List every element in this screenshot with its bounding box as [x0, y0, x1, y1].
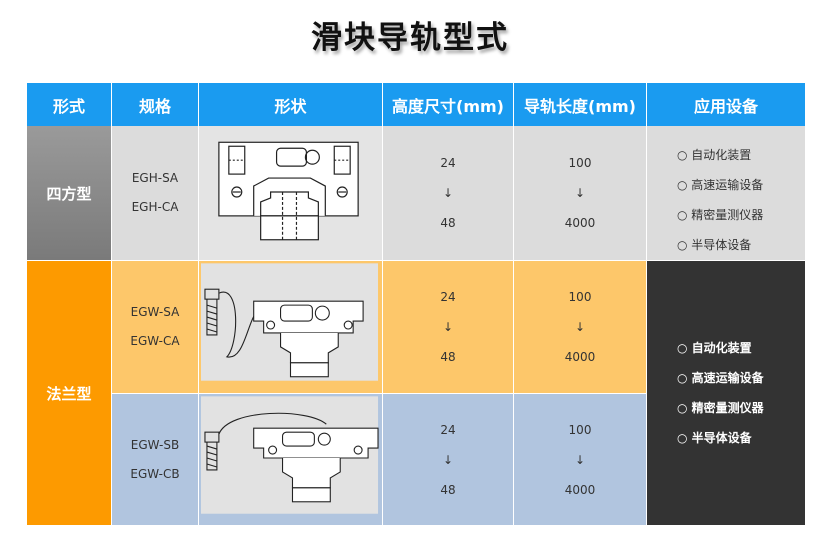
length-min: 100 [568, 290, 592, 304]
application-item: ○ 高速运输设备 [677, 178, 764, 192]
arrow-down-icon: ↓ [442, 452, 454, 467]
applications-egw: ○ 自动化装置 ○ 高速运输设备 ○ 精密量测仪器 ○ 半导体设备 [646, 260, 805, 525]
length-max: 4000 [564, 350, 596, 364]
application-item: ○ 高速运输设备 [677, 371, 764, 385]
length-max: 4000 [564, 482, 596, 497]
shape-egh [198, 126, 382, 260]
application-item: ○ 半导体设备 [677, 238, 752, 252]
height-cell-egw-a: 24 ↓ 48 [382, 260, 513, 393]
height-cell-egw-b: 24 ↓ 48 [382, 393, 513, 525]
egh-block-drawing [218, 141, 359, 241]
spec-egh-sa: EGH-SA [131, 171, 179, 185]
spec-egw-cb: EGW-CB [130, 466, 180, 481]
length-max: 4000 [564, 216, 596, 230]
header-rail-length: 导轨长度(mm) [513, 83, 646, 126]
header-applications: 应用设备 [646, 83, 805, 126]
bullet-circle-icon: ○ [677, 341, 692, 355]
shape-egw-b [198, 393, 382, 525]
egw-b-block-drawing [200, 395, 379, 514]
spec-egw-sb: EGW-SB [130, 437, 180, 452]
application-item: ○ 自动化装置 [677, 148, 752, 162]
bullet-circle-icon: ○ [677, 208, 692, 222]
spec-cell-egw-a: EGW-SA EGW-CA [111, 260, 198, 393]
arrow-down-icon: ↓ [574, 452, 586, 467]
egw-a-block-drawing [200, 262, 379, 381]
bullet-circle-icon: ○ [677, 371, 692, 385]
bullet-circle-icon: ○ [677, 148, 692, 162]
height-cell-egh: 24 ↓ 48 [382, 126, 513, 260]
length-min: 100 [568, 156, 592, 170]
applications-egh: ○ 自动化装置 ○ 高速运输设备 ○ 精密量测仪器 ○ 半导体设备 [646, 126, 805, 260]
arrow-down-icon: ↓ [574, 320, 586, 334]
length-cell-egw-a: 100 ↓ 4000 [513, 260, 646, 393]
arrow-down-icon: ↓ [442, 186, 454, 200]
kind-square: 四方型 [27, 126, 111, 260]
height-min: 24 [440, 156, 456, 170]
height-max: 48 [440, 216, 456, 230]
height-max: 48 [440, 350, 456, 364]
header-height: 高度尺寸(mm) [382, 83, 513, 126]
application-item: ○ 精密量测仪器 [677, 401, 764, 415]
bullet-circle-icon: ○ [677, 178, 692, 192]
page-title: 滑块导轨型式 [311, 20, 509, 56]
application-item: ○ 半导体设备 [677, 431, 752, 445]
length-cell-egh: 100 ↓ 4000 [513, 126, 646, 260]
bullet-circle-icon: ○ [677, 238, 692, 252]
spec-egw-sa: EGW-SA [130, 305, 180, 319]
header-shape: 形状 [198, 83, 382, 126]
shape-egw-a [198, 260, 382, 393]
kind-flange: 法兰型 [27, 260, 111, 525]
header-spec: 规格 [111, 83, 198, 126]
arrow-down-icon: ↓ [574, 186, 586, 200]
height-min: 24 [440, 422, 456, 437]
bullet-circle-icon: ○ [677, 431, 692, 445]
application-item: ○ 精密量测仪器 [677, 208, 764, 222]
length-min: 100 [568, 422, 592, 437]
length-cell-egw-b: 100 ↓ 4000 [513, 393, 646, 525]
arrow-down-icon: ↓ [442, 320, 454, 334]
height-min: 24 [440, 290, 456, 304]
spec-cell-egh: EGH-SA EGH-CA [111, 126, 198, 260]
spec-cell-egw-b: EGW-SB EGW-CB [111, 393, 198, 525]
spec-egw-ca: EGW-CA [130, 334, 180, 348]
application-item: ○ 自动化装置 [677, 341, 752, 355]
spec-egh-ca: EGH-CA [131, 200, 179, 214]
height-max: 48 [440, 482, 456, 497]
header-form: 形式 [27, 83, 111, 126]
bullet-circle-icon: ○ [677, 401, 692, 415]
